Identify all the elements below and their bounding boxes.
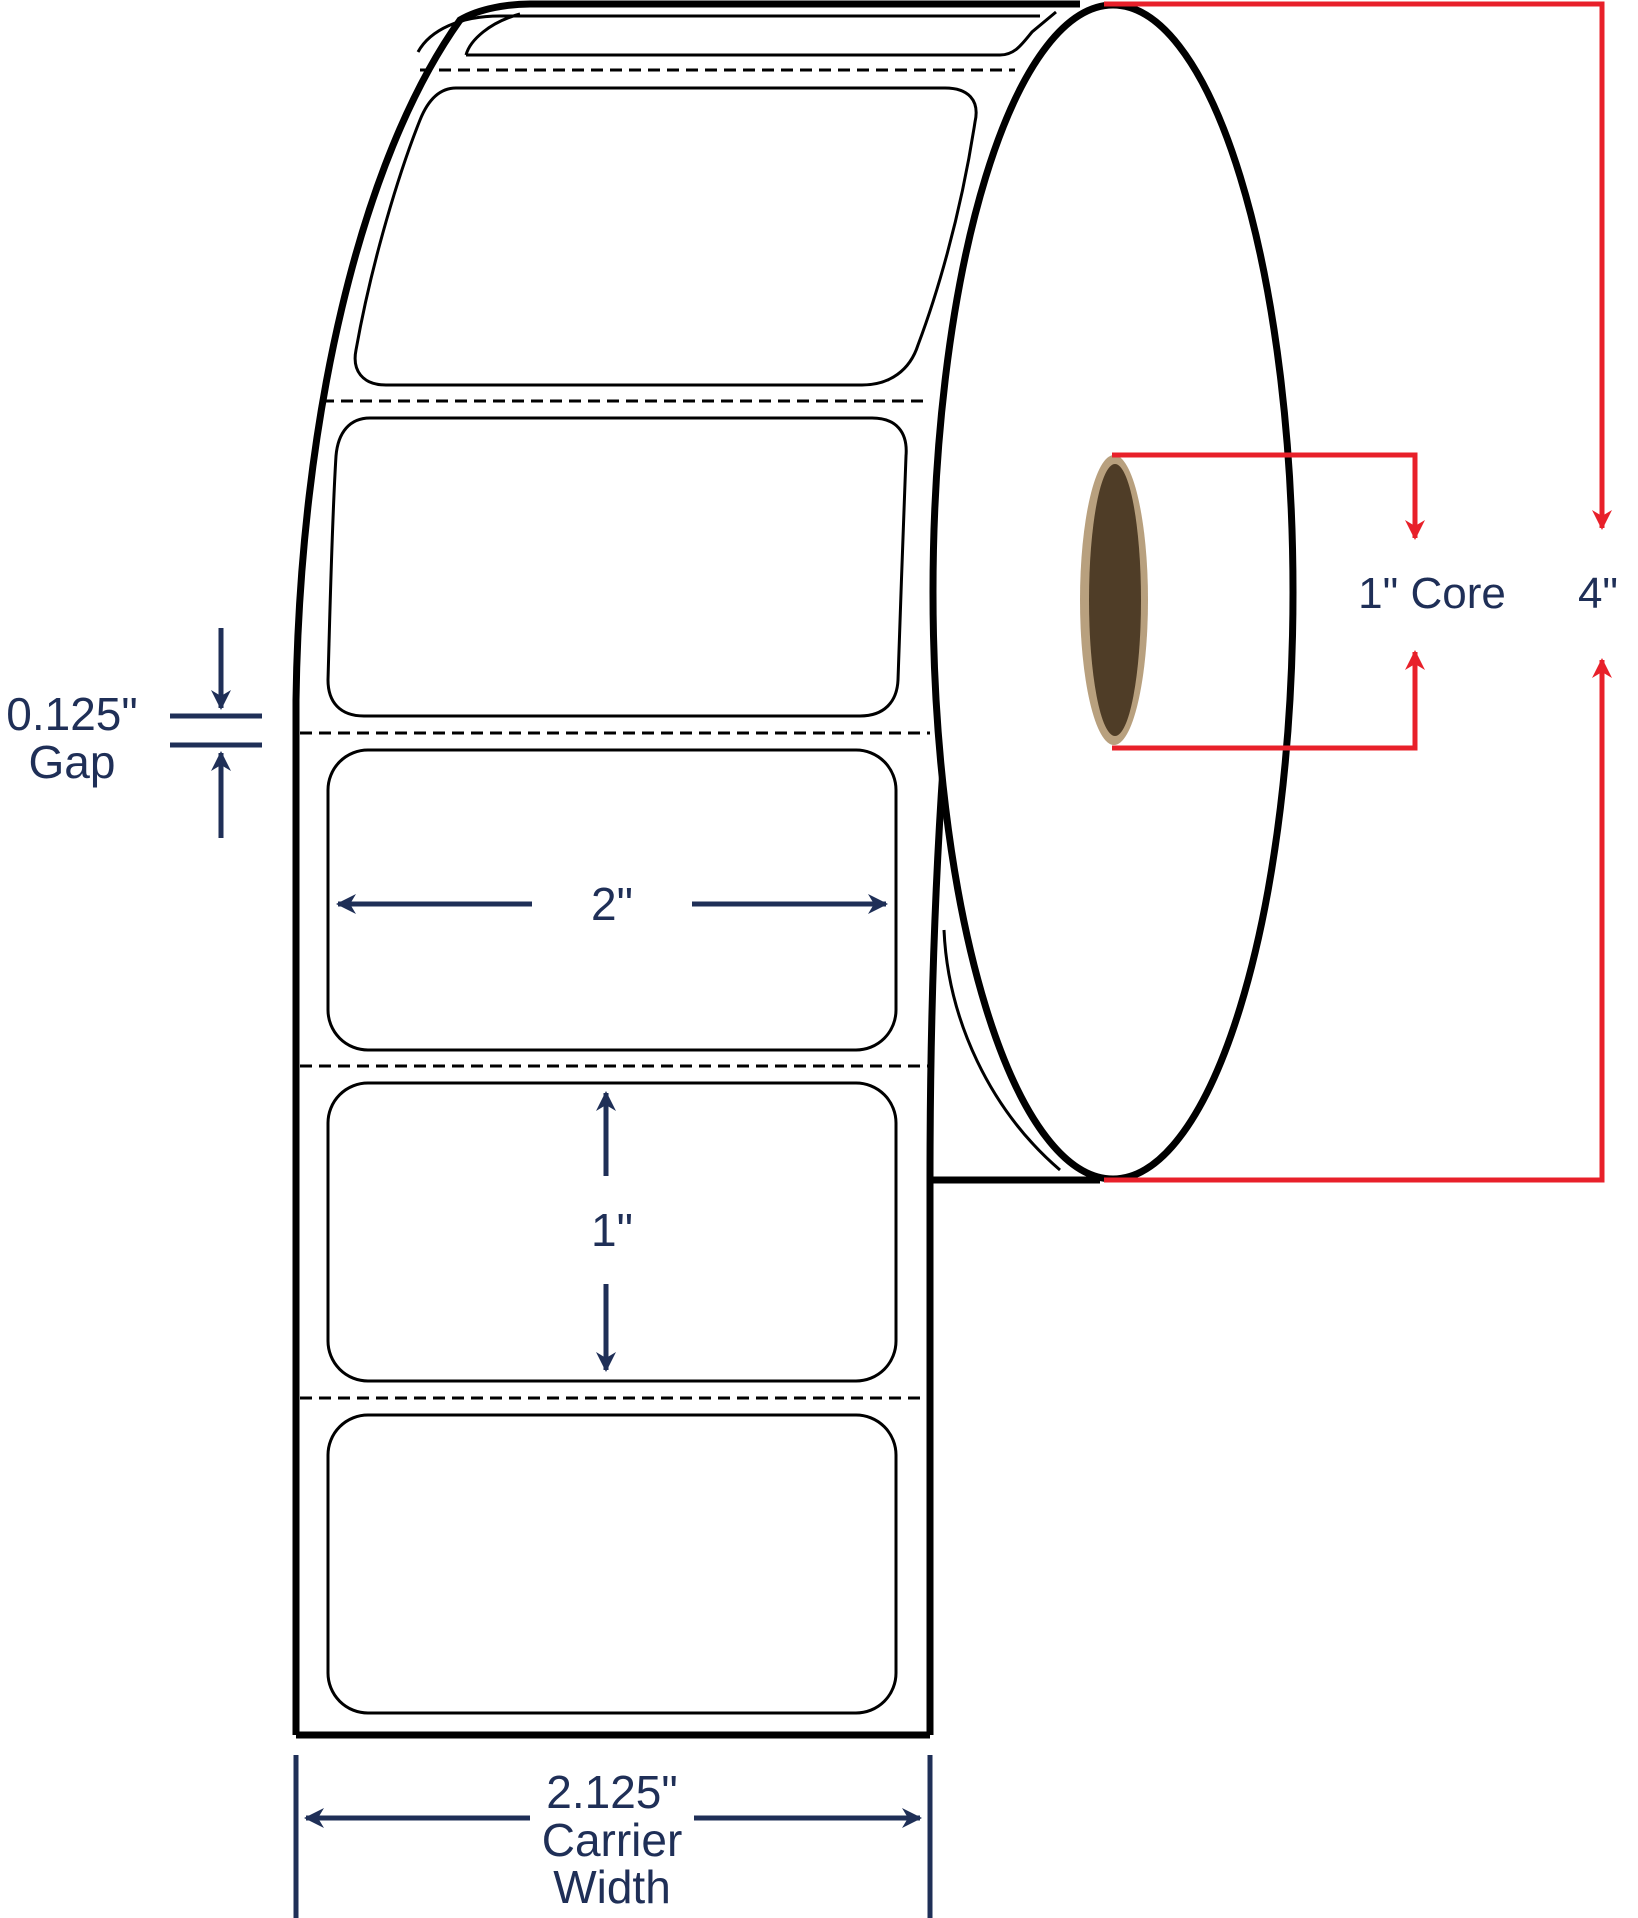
core-dimension (1112, 452, 1425, 751)
label-bottom (326, 1413, 898, 1715)
label-height-sample (326, 1081, 898, 1383)
label-width-sample (326, 748, 898, 1052)
carrier-width-word1-label: Carrier (542, 1814, 683, 1866)
roll-wrap-inner (416, 14, 1040, 53)
gap-value-label: 0.125" (6, 688, 137, 740)
gap-word-label: Gap (29, 736, 116, 788)
roll-body (292, 0, 1103, 1739)
roll-face (929, 1, 1297, 1183)
gap-dimension (170, 628, 262, 838)
roll-diameter-dimension (1104, 1, 1612, 1183)
label-curved-top (353, 86, 978, 387)
perforation-lines (300, 68, 1015, 1400)
label-width-label: 2" (591, 878, 633, 930)
carrier-width-dimension (293, 1755, 933, 1918)
carrier-width-word2-label: Width (553, 1861, 671, 1913)
wrapped-label-tab (466, 10, 1057, 57)
label-height-label: 1" (591, 1204, 633, 1256)
roll-wrap-outer (292, 0, 1080, 1735)
roll-diameter-label: 4" (1578, 569, 1618, 618)
carrier-width-value-label: 2.125" (546, 1766, 677, 1818)
label-curved-second (326, 416, 908, 718)
core-hole (1089, 464, 1141, 736)
core-diameter-label: 1" Core (1358, 569, 1506, 618)
